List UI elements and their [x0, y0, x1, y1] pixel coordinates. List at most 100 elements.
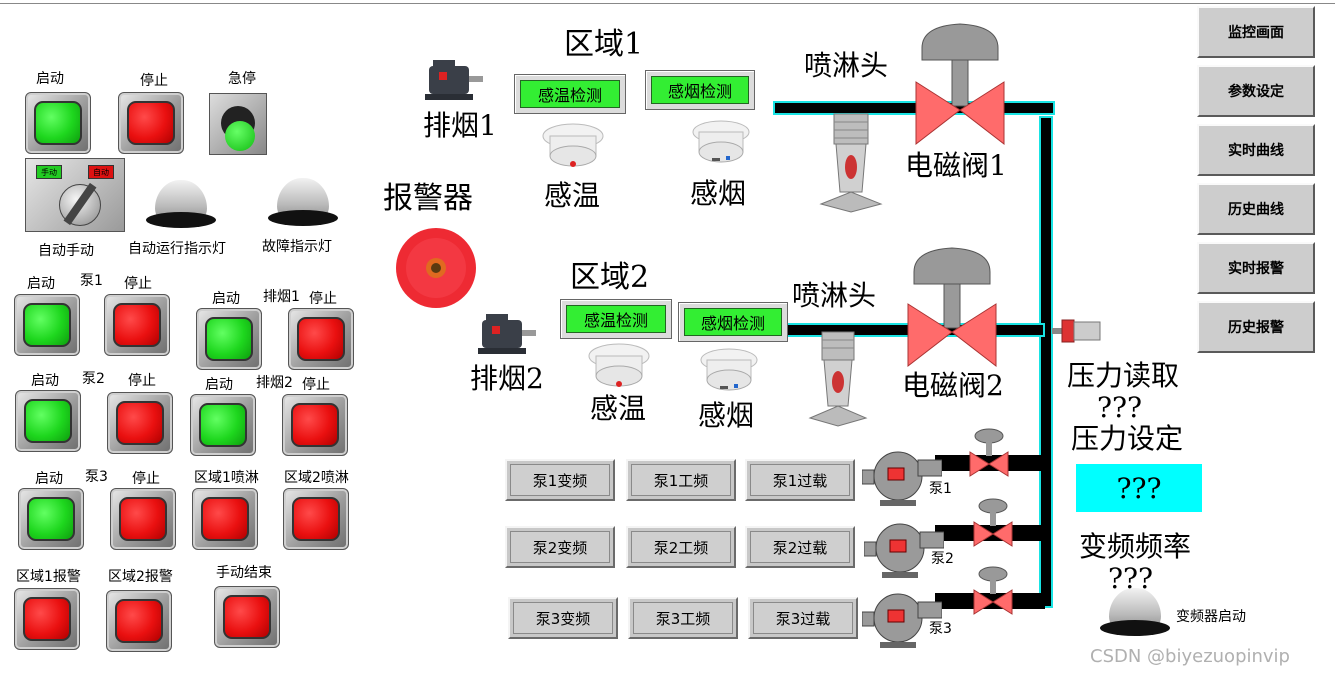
nav-monitor[interactable]: 监控画面 — [1197, 6, 1315, 58]
pump1-label: 泵1 — [80, 273, 103, 289]
start-button[interactable] — [25, 92, 91, 154]
pump1-vf-text: 泵1变频 — [532, 471, 588, 490]
nav-history-curve[interactable]: 历史曲线 — [1197, 183, 1315, 235]
zone2-smoke-panel: 感烟检测 — [678, 302, 788, 342]
zone1-temp-label: 感温 — [544, 179, 601, 212]
watermark: CSDN @biyezuopinvip — [1090, 646, 1290, 667]
zone2-sprinkler-label: 喷淋头 — [792, 279, 877, 312]
smoke1-stop-button[interactable] — [288, 308, 354, 370]
pump1-vf-indicator: 泵1变频 — [505, 459, 615, 501]
zone1-spray-button[interactable] — [192, 488, 258, 550]
pump3-stop-button[interactable] — [110, 488, 176, 550]
zone1-smoke-panel: 感烟检测 — [645, 70, 755, 110]
pump2-stop-button[interactable] — [107, 392, 173, 454]
auto-run-lamp-label: 自动运行指示灯 — [128, 241, 226, 257]
pump1-stop-label: 停止 — [124, 276, 152, 292]
nav-realtime-curve-label: 实时曲线 — [1228, 143, 1284, 159]
pump1-valve-icon — [968, 428, 1010, 478]
smoke2-stop-button[interactable] — [282, 394, 348, 456]
zone2-valve-label: 电磁阀2 — [902, 369, 1004, 402]
zone1-sprinkler-label: 喷淋头 — [804, 49, 889, 82]
estop-label: 急停 — [228, 71, 256, 87]
zone1-valve-label: 电磁阀1 — [905, 149, 1007, 182]
zone2-solenoid-valve-icon — [904, 244, 1000, 368]
selector-manual-tag: 手动 — [36, 165, 62, 179]
alarm-bell-icon — [388, 226, 484, 308]
manual-end-button[interactable] — [214, 586, 280, 648]
selector-auto-tag: 自动 — [88, 165, 114, 179]
estop-knob-icon — [225, 121, 255, 151]
stop-label: 停止 — [140, 73, 168, 89]
pressure-set-input[interactable]: ??? — [1076, 464, 1202, 512]
fault-lamp-label: 故障指示灯 — [262, 239, 332, 255]
pressure-read-label: 压力读取 — [1067, 359, 1180, 392]
pressure-sensor-icon — [1052, 316, 1104, 346]
pump1-icon — [861, 446, 943, 508]
pump3-pf-text: 泵3工频 — [655, 609, 711, 628]
selector-auto-text: 自动 — [93, 167, 109, 177]
smoke2-start-button[interactable] — [190, 394, 256, 456]
zone2-temp-panel: 感温检测 — [560, 299, 672, 339]
nav-realtime-curve[interactable]: 实时曲线 — [1197, 124, 1315, 176]
zone2-title: 区域2 — [570, 260, 650, 295]
pressure-set-label: 压力设定 — [1071, 422, 1184, 455]
pump3-icon — [861, 588, 943, 650]
pump2-stop-label: 停止 — [128, 373, 156, 389]
nav-history-alarm[interactable]: 历史报警 — [1197, 301, 1315, 353]
pressure-read-value: ??? — [1097, 391, 1143, 424]
zone2-temp-detect-text: 感温检测 — [583, 311, 648, 330]
zone1-smoke-label: 感烟 — [690, 177, 747, 210]
pump1-start-button[interactable] — [14, 294, 80, 356]
zone2-temp-label: 感温 — [590, 392, 647, 425]
pump3-vf-text: 泵3变频 — [535, 609, 591, 628]
zone1-alarm-button[interactable] — [14, 588, 80, 650]
vfd-start-label: 变频器启动 — [1176, 609, 1246, 625]
pump2-ol-text: 泵2过载 — [772, 538, 828, 557]
auto-manual-selector[interactable]: 手动 自动 — [25, 158, 125, 232]
auto-manual-label: 自动手动 — [38, 243, 94, 259]
frame-top — [0, 3, 1335, 4]
pump2-start-button[interactable] — [15, 390, 81, 452]
zone2-alarm-button[interactable] — [106, 590, 172, 652]
nav-history-curve-label: 历史曲线 — [1228, 202, 1284, 218]
stop-button[interactable] — [118, 92, 184, 154]
nav-params[interactable]: 参数设定 — [1197, 65, 1315, 117]
pump3-vf-indicator: 泵3变频 — [508, 597, 618, 639]
zone2-sprinkler-head-icon — [806, 330, 870, 432]
zone2-smoke-detector-icon — [698, 346, 760, 396]
alarm-label: 报警器 — [383, 181, 473, 216]
zone2-exhaust-motor-icon — [478, 312, 542, 356]
start-label: 启动 — [36, 71, 64, 87]
smoke1-start-button[interactable] — [196, 308, 262, 370]
zone1-smoke-detect-text: 感烟检测 — [667, 82, 732, 101]
fault-lamp — [268, 176, 338, 226]
pump2-label: 泵2 — [82, 371, 105, 387]
zone1-heat-detector-icon — [540, 122, 606, 172]
pump2-tag: 泵2 — [931, 551, 954, 567]
pump2-start-label: 启动 — [31, 373, 59, 389]
zone1-sprinkler-head-icon — [816, 112, 886, 220]
zone2-smoke-label: 感烟 — [698, 399, 755, 432]
selector-manual-text: 手动 — [41, 167, 57, 177]
zone1-solenoid-valve-icon — [912, 20, 1008, 146]
smoke2-stop-label: 停止 — [302, 377, 330, 393]
zone1-spray-label: 区域1喷淋 — [194, 470, 259, 486]
pump3-ol-text: 泵3过载 — [775, 609, 831, 628]
pump1-start-label: 启动 — [27, 276, 55, 292]
pump1-stop-button[interactable] — [104, 294, 170, 356]
estop-button[interactable] — [209, 93, 267, 155]
zone1-exhaust-motor-icon — [425, 58, 489, 102]
pump1-tag: 泵1 — [929, 481, 952, 497]
pump3-label: 泵3 — [85, 469, 108, 485]
manual-end-label: 手动结束 — [216, 565, 272, 581]
smoke1-stop-label: 停止 — [309, 291, 337, 307]
pump3-start-button[interactable] — [18, 488, 84, 550]
zone2-spray-button[interactable] — [283, 488, 349, 550]
pump3-start-label: 启动 — [35, 471, 63, 487]
smoke2-start-label: 启动 — [205, 377, 233, 393]
nav-realtime-alarm[interactable]: 实时报警 — [1197, 242, 1315, 294]
vfd-start-lamp — [1100, 586, 1170, 636]
nav-monitor-label: 监控画面 — [1228, 25, 1284, 41]
zone2-smoke-detect-text: 感烟检测 — [700, 314, 765, 333]
auto-run-lamp — [146, 178, 216, 228]
